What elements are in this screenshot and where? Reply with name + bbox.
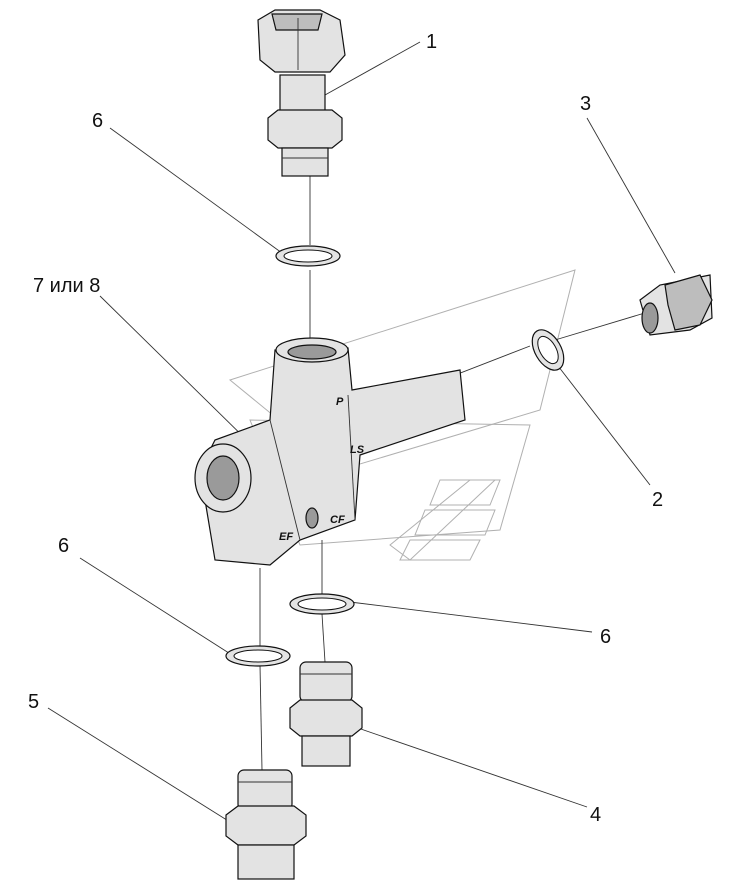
body-mark-ls: LS [350,444,365,456]
body-mark-cf: CF [330,514,345,526]
callout-2: 2 [652,489,663,511]
callout-5: 5 [28,691,39,713]
body-mark-p: P [336,396,344,408]
callout-6-left: 6 [58,535,69,557]
callout-6-top: 6 [92,110,103,132]
body-mark-ef: EF [279,531,293,543]
part-3-fitting [639,274,713,336]
callout-3: 3 [580,93,591,115]
callout-4: 4 [590,804,601,826]
callout-1: 1 [426,31,437,53]
callout-7-8: 7 или 8 [33,275,100,297]
part-7-8-valve-body [194,337,466,566]
callout-6-right: 6 [600,626,611,648]
part-4-fitting [289,661,363,767]
part-5-fitting [225,769,307,880]
part-1-swivel-fitting [257,9,346,177]
